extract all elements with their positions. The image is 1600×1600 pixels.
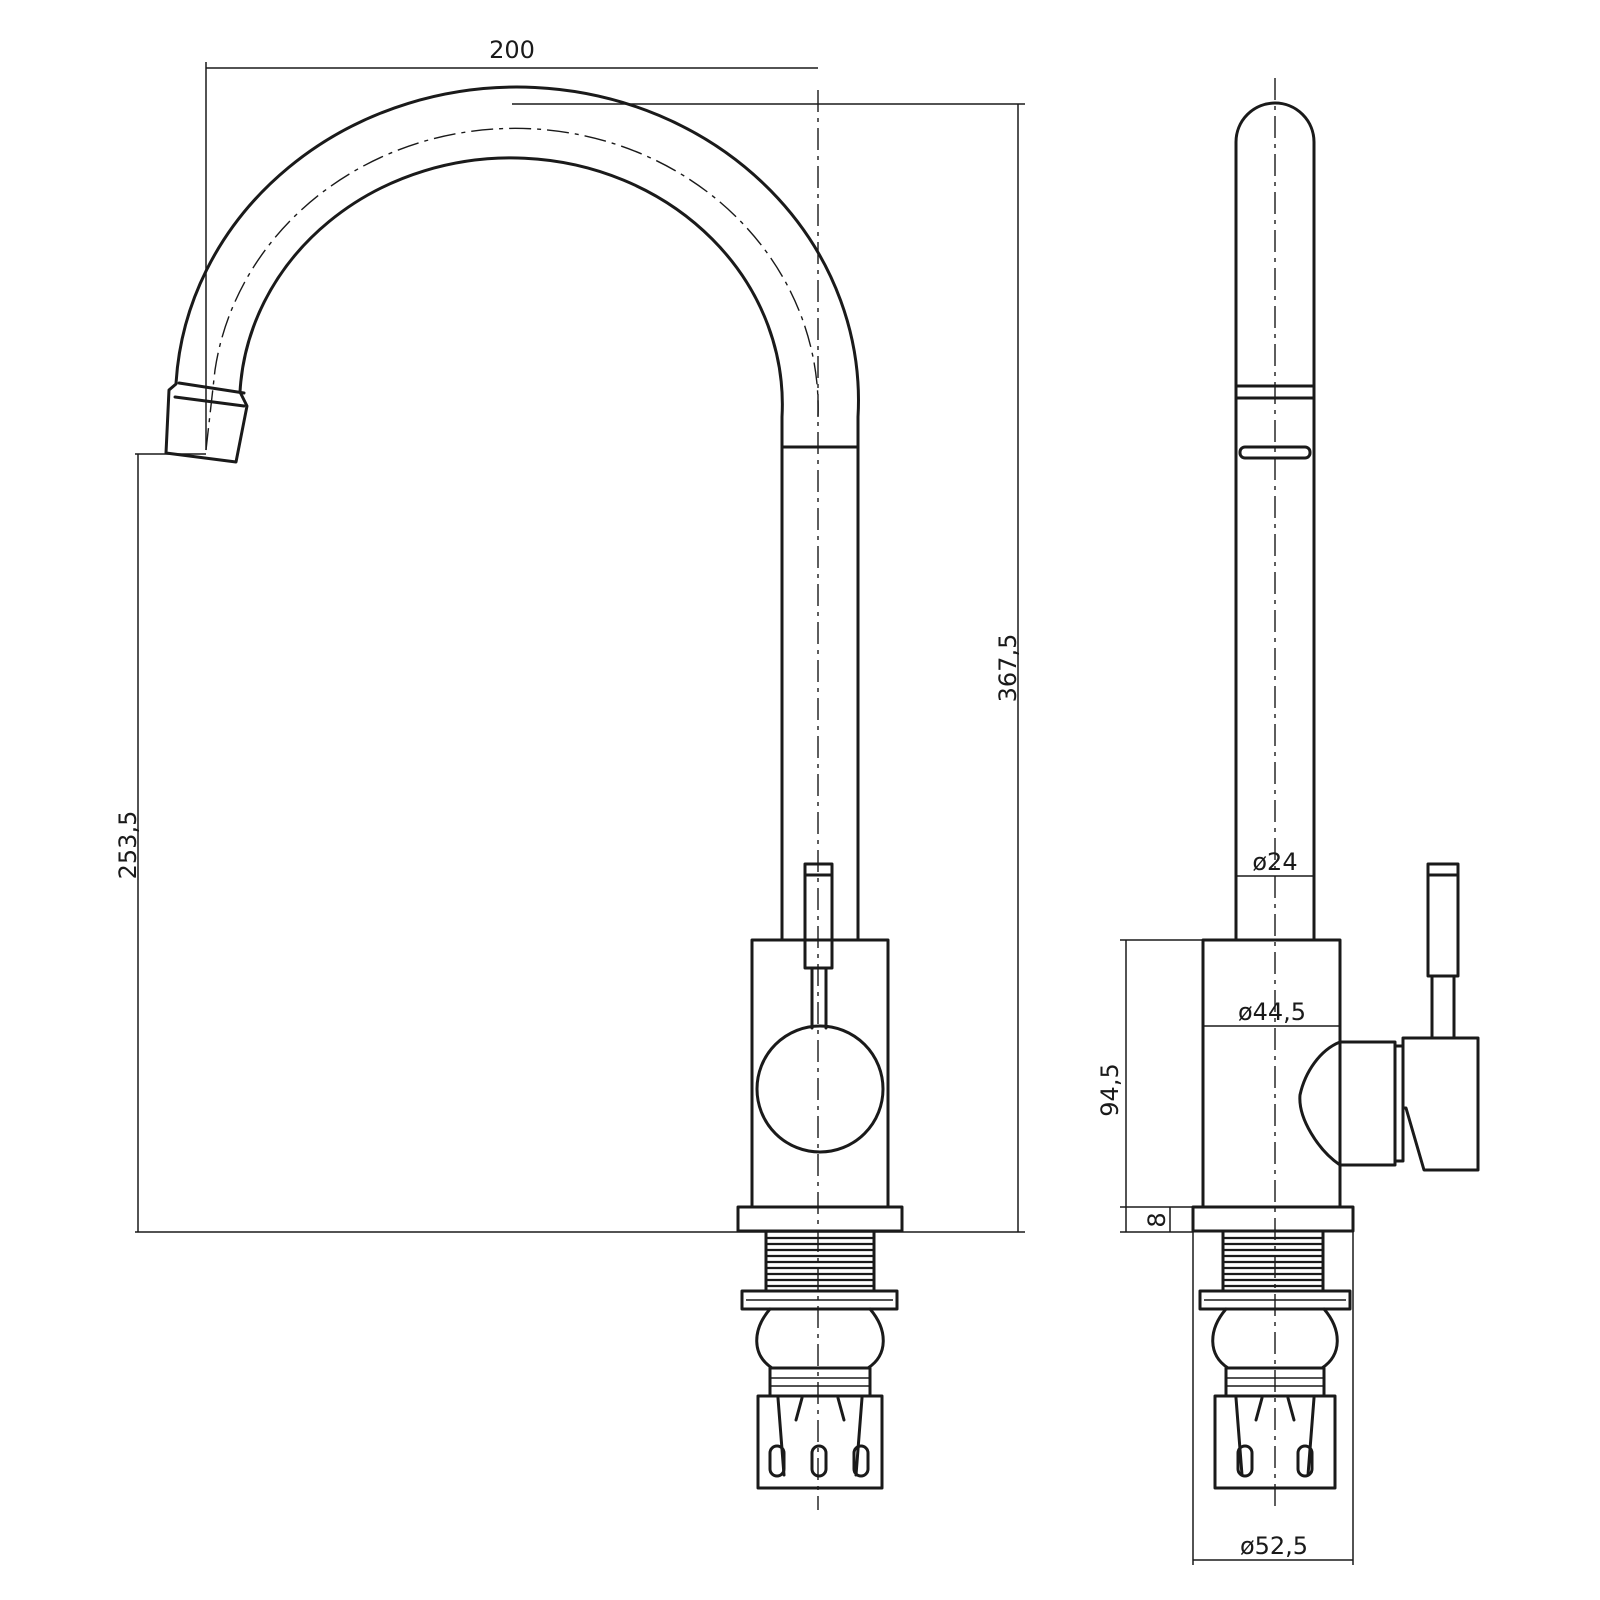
front-washer <box>740 1289 899 1311</box>
dim-spout-height: 253,5 <box>114 453 1025 1233</box>
side-body <box>1201 938 1342 1209</box>
front-view: 200 367,5 253,5 <box>114 36 1025 1510</box>
front-body <box>750 938 890 1209</box>
dim-spout-reach-label: 200 <box>489 36 535 64</box>
dim-base-diameter-label: ø52,5 <box>1240 1532 1308 1560</box>
side-fastener <box>1213 1394 1337 1490</box>
dim-body-diameter: ø44,5 <box>1203 998 1340 1027</box>
dim-spout-reach: 200 <box>205 36 818 450</box>
front-base-ring <box>736 1205 904 1233</box>
dim-total-height-label: 367,5 <box>994 634 1022 703</box>
dim-base-ring-height-label: 8 <box>1143 1212 1171 1227</box>
front-nut <box>755 1307 885 1398</box>
front-riser <box>780 445 860 942</box>
dim-body-diameter-label: ø44,5 <box>1238 998 1306 1026</box>
side-thread <box>1221 1229 1325 1293</box>
dim-body-height: 94,5 <box>1096 939 1203 1232</box>
dim-base-ring-height: 8 <box>1120 1206 1193 1233</box>
front-spout <box>164 85 860 464</box>
side-base-ring <box>1191 1205 1355 1233</box>
front-fastener <box>756 1394 884 1490</box>
side-handle <box>1298 862 1480 1172</box>
dim-spout-height-label: 253,5 <box>114 811 142 880</box>
dim-spout-diameter-label: ø24 <box>1252 848 1297 876</box>
dim-base-diameter: ø52,5 <box>1192 1207 1354 1565</box>
dim-body-height-label: 94,5 <box>1096 1063 1124 1116</box>
dim-spout-diameter: ø24 <box>1236 848 1314 877</box>
side-view: ø24 ø44,5 94,5 8 ø52,5 <box>1096 78 1480 1565</box>
side-washer <box>1198 1289 1352 1311</box>
front-thread <box>764 1229 876 1293</box>
side-pipe <box>1234 101 1316 942</box>
front-handle <box>803 862 834 1030</box>
dim-total-height: 367,5 <box>512 103 1025 1232</box>
